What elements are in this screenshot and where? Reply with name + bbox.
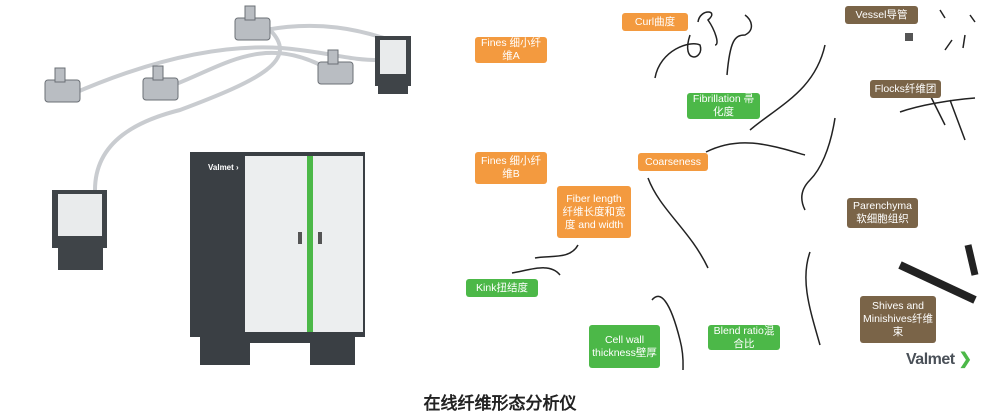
valmet-logo: Valmet❯: [906, 349, 972, 369]
label-flocks: Flocks纤维团: [870, 80, 941, 98]
label-shives: Shives and Minishives纤维束: [860, 296, 936, 343]
label-fibrillation: Fibrillation 帚化度: [687, 93, 760, 119]
small-analyzer-cabinet: [52, 36, 411, 270]
chevron-icon: ❯: [958, 351, 972, 368]
label-fiber-length: Fiber length 纤维长度和宽度 and width: [557, 186, 631, 238]
label-fines-b: Fines 细小纤维B: [475, 152, 547, 184]
label-coarseness: Coarseness: [638, 153, 708, 171]
label-fines-a: Fines 细小纤维A: [475, 37, 547, 63]
main-analyzer-cabinet: [190, 152, 365, 365]
label-cell-wall: Cell wall thickness壁厚: [589, 325, 660, 368]
label-parenchyma: Parenchyma 软细胞组织: [847, 198, 918, 228]
label-vessel: Vessel导管: [845, 6, 918, 24]
cabinet-logo: Valmet ›: [208, 163, 239, 172]
logo-text: Valmet: [906, 351, 955, 368]
label-kink: Kink扭结度: [466, 279, 538, 297]
label-blend-ratio: Blend ratio混合比: [708, 325, 780, 350]
fiber-images: [511, 9, 979, 371]
label-curl: Curl曲度: [622, 13, 688, 31]
caption: 在线纤维形态分析仪: [423, 394, 577, 413]
sampler-unit: [44, 5, 354, 103]
